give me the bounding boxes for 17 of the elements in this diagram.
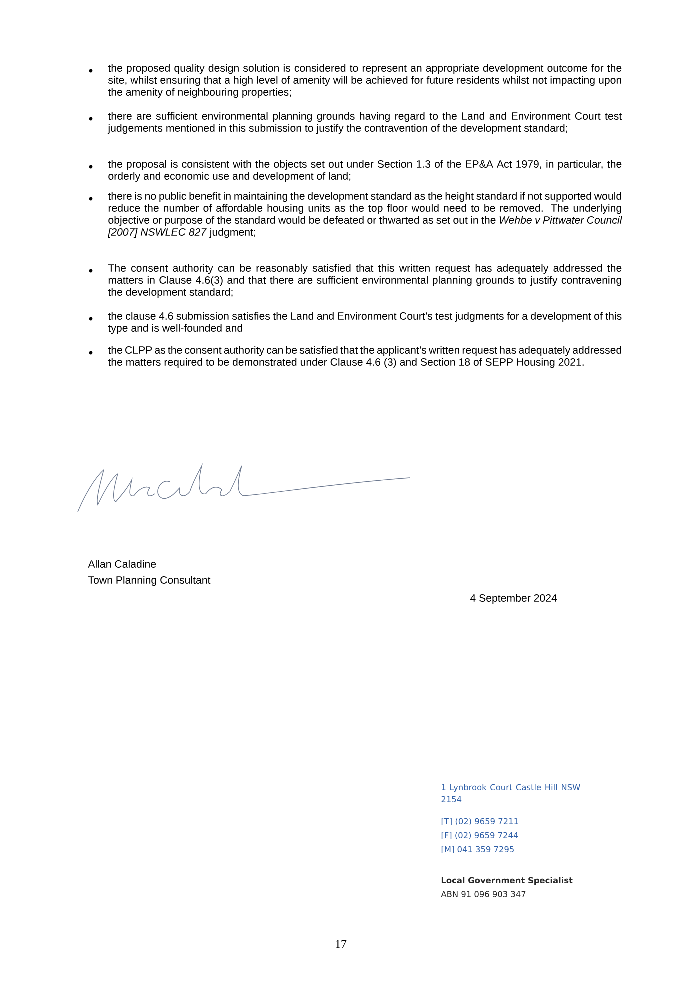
contact-text: [T] (02) 9659 7211 — [442, 818, 518, 826]
address-text: 1 Lynbrook Court Castle Hill NSW 2154 — [442, 784, 580, 803]
bullet-text: there is no public benefit in maintaining the development standard as the height standard if not supported would reduce the number of affordable housing units as the top floor would need to be removed. The underlying objective or purpose of the standard would be defeated or thwarted as set out in the Wehbe v Pittwater Council [2007] NSWLEC 827 judgment; — [108, 192, 622, 238]
bullet-text: The consent authority can be reasonably satisfied that this written request has adequately addressed the matters in Clause 4.6(3) and that there are sufficient environmental planning grounds to justify contravening the development standard; — [108, 264, 622, 298]
page-number: 17 — [336, 940, 347, 948]
bullet-text: the clause 4.6 submission satisfies the Land and Environment Court’s test judgments for a development of this type and is well-founded and — [108, 312, 622, 334]
bullet-text: the proposed quality design solution is considered to represent an appropriate development outcome for the site, whilst ensuring that a high level of amenity will be achieved for future residents whilst not impacting upon the amenity of neighbouring properties; — [108, 64, 622, 98]
abn-text: ABN 91 096 903 347 — [441, 891, 526, 898]
signature-text: 4 September 2024 — [470, 594, 558, 604]
bullet-text: the proposal is consistent with the objects set out under Section 1.3 of the EP&A Act 1979, in particular, the orderly and economic use and development of land; — [108, 160, 622, 182]
bullet-text: there are sufficient environmental planning grounds having regard to the Land and Environment Court test judgements mentioned in this submission to justify the contravention of the development standard; — [108, 112, 622, 134]
signature-text: Town Planning Consultant — [88, 576, 211, 586]
contact-text: [M] 041 359 7295 — [442, 846, 514, 854]
tagline-text: Local Government Specialist — [442, 877, 573, 886]
bullet-text: the CLPP as the consent authority can be satisfied that the applicant’s written request has adequately addressed the matters required to be demonstrated under Clause 4.6 (3) and Section 18 of SEPP Housing 2021. — [108, 346, 622, 368]
contact-text: [F] (02) 9659 7244 — [442, 832, 518, 840]
signature-text: Allan Caladine — [88, 560, 156, 568]
